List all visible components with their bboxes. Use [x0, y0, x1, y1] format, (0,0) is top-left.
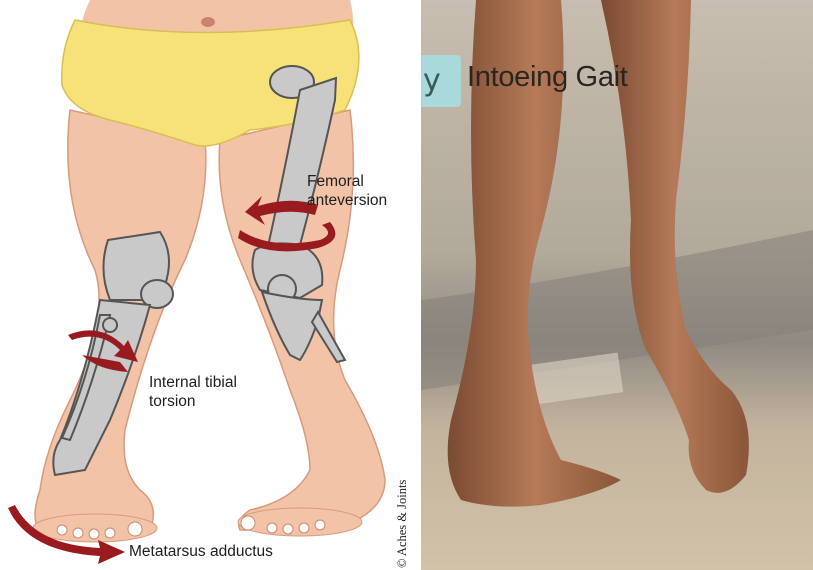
right-foot [238, 508, 362, 536]
title-badge: y [421, 55, 461, 107]
copyright-notice: © Aches & Joints [395, 480, 410, 568]
navel [201, 17, 215, 27]
left-foot [33, 514, 157, 542]
internal-tibial-torsion-label: Internal tibial torsion [149, 373, 289, 411]
badge-glyph: y [423, 63, 441, 98]
intoeing-gait-title: Intoeing Gait [467, 61, 628, 94]
metatarsus-adductus-label: Metatarsus adductus [129, 542, 349, 561]
anatomy-illustration-panel: Femoral anteversion Internal tibial tors… [0, 0, 420, 570]
leg-anatomy-drawing [0, 0, 420, 570]
femoral-anteversion-label: Femoral anteversion [307, 172, 417, 210]
